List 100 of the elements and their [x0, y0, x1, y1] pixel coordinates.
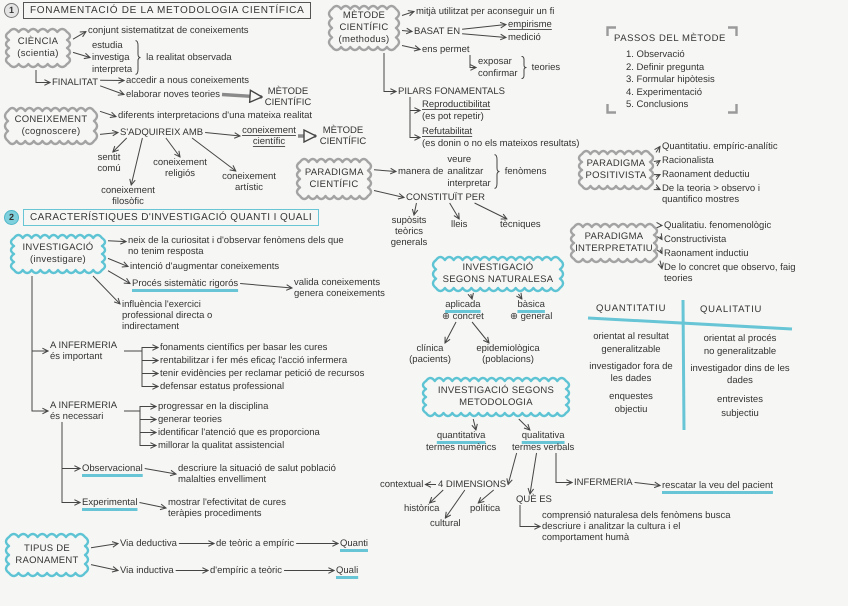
note-text: valida coneixements genera coneixements — [292, 277, 404, 299]
note-text: Observacional — [80, 463, 145, 474]
note-text: influència l'exercici professional directa o indirectament — [120, 299, 232, 332]
arrow — [474, 202, 508, 220]
arrow — [444, 322, 457, 344]
arrow — [656, 246, 663, 254]
arrow — [656, 222, 663, 229]
note-text: (es donin o no els mateixos resultats) — [422, 138, 580, 149]
note-text: BASAT EN — [412, 26, 462, 37]
arrow — [138, 502, 167, 510]
cloud-title: INVESTIGACIÓ (investigare) — [22, 242, 94, 266]
note-text: clínica (pacients) — [400, 343, 460, 365]
arrow — [412, 202, 418, 216]
arrow — [36, 70, 51, 86]
note-text: Raonament deductiu — [660, 169, 752, 180]
arrow — [402, 10, 415, 16]
note-text: Qualitatiu. fenomenològic — [662, 220, 774, 231]
note-text: sentit comú — [90, 152, 128, 174]
note-text: termes numèrics — [426, 442, 496, 453]
arrow — [429, 490, 444, 504]
arrow — [653, 174, 661, 180]
note-text: de teòric a empíric — [214, 538, 296, 549]
arrow — [129, 138, 143, 186]
table-entry: generalitzable — [600, 344, 662, 356]
arrow — [144, 468, 177, 476]
arrow — [472, 322, 490, 344]
arrow — [467, 292, 474, 300]
note-text: ⊕ general — [510, 311, 552, 322]
arrow — [100, 110, 117, 118]
note-text: comprensió naturalesa dels fenòmens busca descriure i analitzar la cultura i el comportament humà — [540, 510, 740, 543]
note-text: mostrar l'efectivitat de cures teràpies procediments — [166, 497, 316, 519]
concept-cloud — [3, 26, 73, 70]
arrow — [296, 540, 339, 547]
note-text: exposar — [478, 56, 512, 67]
note-text: veure — [447, 154, 472, 165]
note-text: interpretar — [447, 178, 491, 189]
table-entry: investigador dins de les dades — [690, 363, 790, 387]
step-item: 4. Experimentació — [626, 86, 702, 99]
arrow — [653, 160, 661, 167]
cloud-title: INVESTIGACIÓ SEGONS NATURALESA — [442, 262, 554, 286]
note-text: supòsits teòrics generals — [384, 215, 434, 248]
note-text: Quali — [334, 565, 360, 576]
arrow — [284, 567, 335, 574]
note-text: estudia — [92, 40, 123, 51]
column-heading: QUANTITATIU — [596, 303, 666, 315]
cloud-title: PARADIGMA INTERPRETATIU — [575, 231, 653, 255]
note-text: Experimental — [80, 497, 140, 508]
note-text: identificar l'atenció que es proporciona — [156, 427, 322, 438]
arrow — [462, 22, 507, 30]
block-arrow — [298, 129, 317, 143]
note-text: tenir evidències per reclamar petició de recursos — [158, 368, 366, 379]
note-text: aplicada — [445, 299, 481, 310]
arrow — [653, 184, 661, 190]
note-text: termes verbals — [512, 442, 574, 453]
arrow — [410, 96, 421, 141]
arrow — [100, 77, 125, 84]
arrow — [470, 54, 477, 71]
arrow — [62, 422, 81, 506]
concept-cloud — [326, 3, 402, 53]
arrow — [634, 482, 661, 488]
note-text: Constructivista — [662, 234, 728, 245]
note-text: Refutabilitat — [422, 126, 472, 137]
note-text: interpreta — [92, 64, 132, 75]
arrow — [72, 52, 91, 60]
table-entry: enquestes — [608, 391, 654, 403]
arrow — [204, 132, 241, 139]
cloud-title: CIÈNCIA (scientia) — [16, 36, 60, 60]
step-item: 3. Formular hipòtesis — [626, 74, 715, 86]
cloud-title: MÈTODE CIENTÍFIC (methodus) — [338, 10, 390, 46]
note-text: coneixement artístic — [216, 171, 282, 193]
arrow — [402, 45, 421, 52]
arrow — [528, 452, 538, 495]
arrow — [32, 276, 49, 414]
note-text: intenció d'augmentar coneixements — [128, 261, 282, 272]
note-text: progressar en la disciplina — [156, 401, 270, 412]
arrow — [518, 418, 530, 431]
arrow — [90, 541, 119, 548]
note-text: Reproductibilitat — [422, 99, 490, 110]
arrow — [108, 258, 129, 268]
cloud-title: PARADIGMA CIENTÍFIC — [304, 167, 364, 191]
arrow — [402, 28, 413, 34]
note-text: conjunt sistematitzat de coneixements — [86, 25, 251, 36]
note-text: Via inductiva — [118, 565, 176, 576]
arrow — [654, 146, 661, 154]
note-text: descriure la situació de salut població malalties envelliment — [176, 463, 346, 485]
note-text: FINALITAT — [50, 77, 100, 88]
arrow — [92, 276, 121, 304]
note-text: contextual — [378, 479, 426, 490]
concept-cloud — [2, 105, 100, 147]
note-text: MÈTODE CIENTÍFIC — [262, 86, 314, 108]
arrow — [112, 138, 128, 153]
note-text: 4 DIMENSIONS — [436, 479, 508, 490]
note-text: Quanti — [338, 538, 370, 549]
step-item: 2. Definir pregunta — [626, 62, 704, 74]
arrow — [175, 567, 209, 574]
arrow — [374, 168, 397, 174]
note-text: PILARS FONAMENTALS — [396, 86, 507, 97]
note-text: bàsica — [517, 299, 545, 310]
arrow — [506, 452, 518, 486]
note-text: rentabilitzar i fer més eficaç l'acció infermera — [158, 355, 350, 366]
